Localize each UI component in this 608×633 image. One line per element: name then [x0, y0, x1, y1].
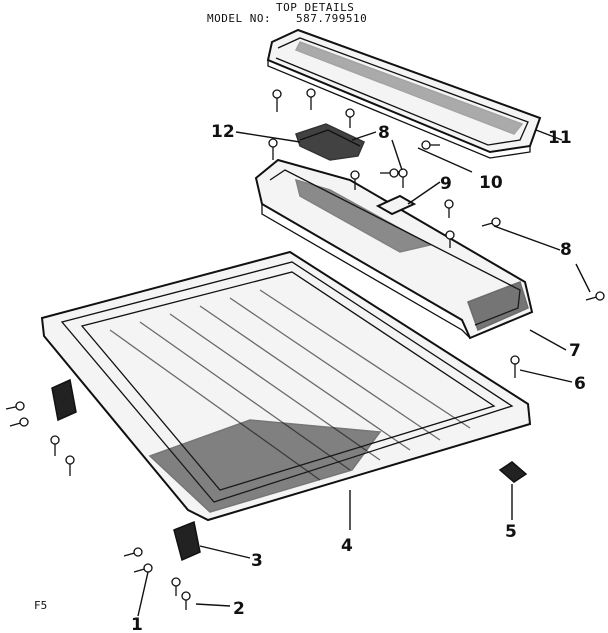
callout-10: 10 — [479, 173, 503, 193]
left-hinge — [51, 378, 77, 422]
part-5-clip — [498, 461, 528, 483]
callout-12: 12 — [211, 122, 235, 142]
callout-5: 5 — [505, 522, 517, 542]
callout-9: 9 — [440, 174, 452, 194]
part-4-top-panel — [40, 250, 532, 522]
figure-code: F5 — [34, 599, 48, 612]
leader-lines — [137, 129, 591, 617]
callout-11: 11 — [548, 128, 572, 148]
model-label: MODEL NO: — [207, 12, 272, 25]
callout-1: 1 — [131, 615, 143, 633]
callout-8-top: 8 — [378, 123, 390, 143]
callout-4: 4 — [341, 536, 353, 556]
callout-6: 6 — [574, 374, 586, 394]
callout-labels: 12 8 11 10 9 8 7 6 4 5 3 2 1 — [131, 122, 586, 633]
callout-8-right: 8 — [560, 240, 572, 260]
part-9-clip — [375, 194, 417, 216]
callout-3: 3 — [251, 551, 263, 571]
screws — [5, 88, 605, 610]
diagram-title: TOP DETAILS — [276, 1, 355, 14]
model-number: 587.799510 — [296, 12, 368, 25]
callout-2: 2 — [233, 599, 245, 619]
callout-7: 7 — [569, 341, 581, 361]
part-7-console-base — [254, 158, 534, 340]
part-11-trim-cover — [266, 28, 542, 159]
part-12-bracket — [295, 123, 365, 161]
part-3-hinge — [173, 520, 201, 562]
